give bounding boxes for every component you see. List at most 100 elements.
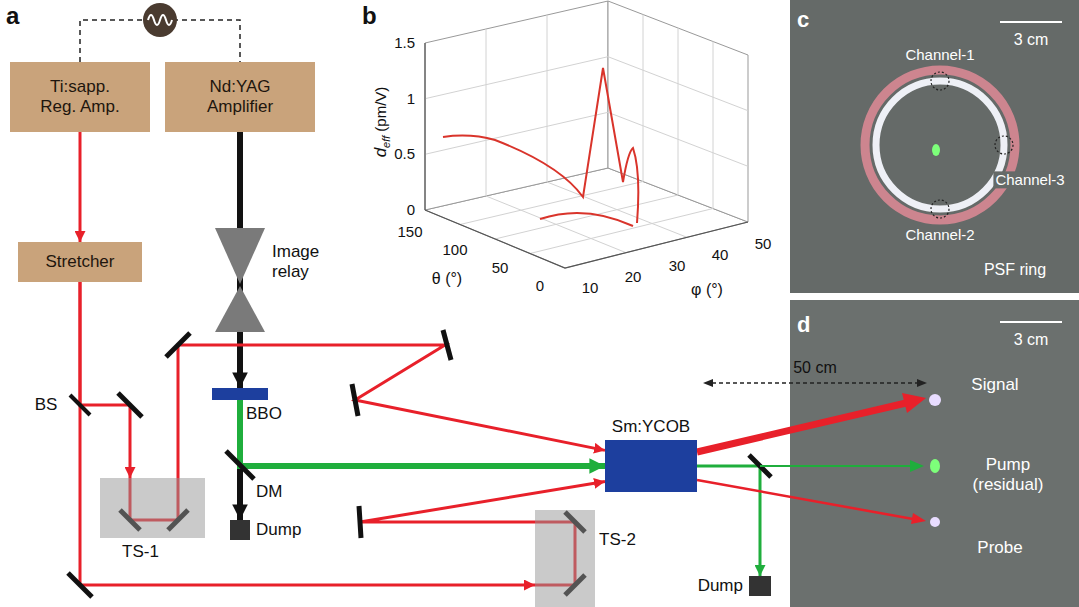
grid-line	[643, 15, 644, 182]
channel-marker	[931, 200, 949, 218]
beam-connector	[240, 400, 605, 466]
laser-amplifier-box: Ti:sapp. Reg. Amp.	[10, 62, 150, 132]
part-label: DM	[256, 482, 282, 502]
oscillator-circle	[143, 3, 177, 37]
node-text: Dump	[256, 520, 301, 540]
axis-label: φ (°)	[691, 281, 723, 299]
grid-lines	[425, 15, 748, 254]
panel-letter: b	[362, 2, 377, 30]
beam-label: Signal	[971, 375, 1018, 395]
dimension-line	[712, 382, 918, 383]
grid-line	[486, 29, 487, 196]
mirror	[68, 573, 92, 597]
node-text: TS-2	[599, 530, 636, 550]
arrow-head	[917, 379, 927, 387]
axis-unit: (pm/V)	[372, 87, 389, 132]
deff-curve	[443, 68, 638, 223]
arrow-head	[911, 513, 926, 524]
photo-ground	[790, 300, 1079, 607]
photo-ground	[790, 0, 1079, 293]
stretcher-box: Stretcher	[18, 242, 142, 282]
node-text: Nd:YAG Amplifier	[190, 77, 290, 117]
output-beams	[697, 393, 926, 524]
plot-axis	[424, 43, 425, 210]
channel-label: Channel-1	[905, 46, 974, 63]
grid-line	[530, 209, 713, 254]
channel-marker	[931, 72, 949, 90]
grid-line	[495, 195, 678, 239]
tick-label: 150	[397, 223, 422, 240]
bbo-crystal: BBO	[212, 388, 268, 400]
mirror	[443, 330, 451, 360]
panel-letter: a	[6, 2, 19, 30]
channel-label: Channel-3	[993, 171, 1066, 188]
arrow-head	[910, 460, 924, 472]
deff-curve	[540, 213, 633, 226]
tick-label: 10	[582, 279, 599, 296]
mirrors	[68, 330, 771, 597]
node-text: Dump	[698, 576, 743, 596]
scale-bar	[1000, 321, 1062, 323]
beam-connector	[80, 282, 535, 585]
plot-axis	[425, 210, 748, 268]
beams-photo	[790, 300, 1079, 607]
beam-connector	[80, 282, 130, 478]
beam-connector	[178, 345, 605, 478]
mirror	[166, 333, 190, 357]
residual-pump-beam	[760, 465, 912, 467]
tick-label: 100	[442, 241, 467, 258]
psf-photo	[790, 0, 1079, 293]
tick-label: 1.5	[394, 34, 415, 51]
relay-lens	[215, 286, 265, 332]
grid-line	[547, 15, 548, 182]
beam-splitter	[70, 395, 90, 415]
tick-label: 50	[755, 235, 772, 252]
node-text: Ti:sapp. Reg. Amp.	[33, 77, 128, 117]
beam-dump: Dump	[230, 520, 250, 540]
node-text: Sm:YCOB	[612, 417, 690, 437]
photo-label: PSF ring	[984, 261, 1046, 279]
grid-line	[678, 28, 679, 195]
node-text: Stretcher	[46, 252, 115, 272]
axis-subscript: eff	[380, 136, 392, 148]
panel-letter: d	[797, 312, 810, 337]
tick-label: 0	[536, 277, 544, 294]
tick-label: 1	[407, 90, 415, 107]
probe-spot	[930, 517, 940, 527]
plot-wall	[425, 1, 608, 210]
mirror	[359, 506, 361, 538]
tick-label: 0	[407, 201, 415, 218]
oscillator-symbol	[143, 3, 177, 37]
psf-ring-outer	[865, 70, 1015, 220]
grid-line	[713, 42, 714, 209]
pump-spot	[930, 459, 940, 473]
node-text: TS-1	[122, 542, 159, 562]
dichroic-mirror	[226, 451, 254, 479]
translation-stage: TS-1	[100, 478, 205, 538]
tick-label: 0.5	[394, 145, 415, 162]
part-label: Image relay	[272, 242, 334, 281]
psf-ring	[876, 81, 1004, 209]
signal-spot	[929, 394, 941, 406]
distance-marker	[703, 379, 927, 387]
image-relay	[215, 228, 265, 332]
mirror	[352, 384, 358, 416]
channel-marker	[995, 136, 1013, 154]
part-label: BS	[35, 395, 58, 415]
sm-ycob-crystal: Sm:YCOB	[605, 440, 697, 492]
translation-stage: TS-2	[535, 510, 595, 607]
relay-lens	[215, 228, 265, 284]
grid-line	[460, 182, 643, 225]
sine-symbol	[148, 15, 172, 25]
dimension-label: 50 cm	[793, 359, 837, 377]
tick-label: 30	[669, 257, 686, 274]
panel-letter: c	[797, 7, 809, 32]
scale-bar	[1000, 21, 1062, 23]
axis-label: θ (°)	[432, 270, 462, 288]
tick-label: 40	[712, 246, 729, 263]
axis-label: deff(pm/V)	[371, 87, 393, 158]
beam-label: Probe	[977, 538, 1022, 558]
plot-wall	[608, 1, 748, 222]
mirror	[118, 393, 142, 417]
